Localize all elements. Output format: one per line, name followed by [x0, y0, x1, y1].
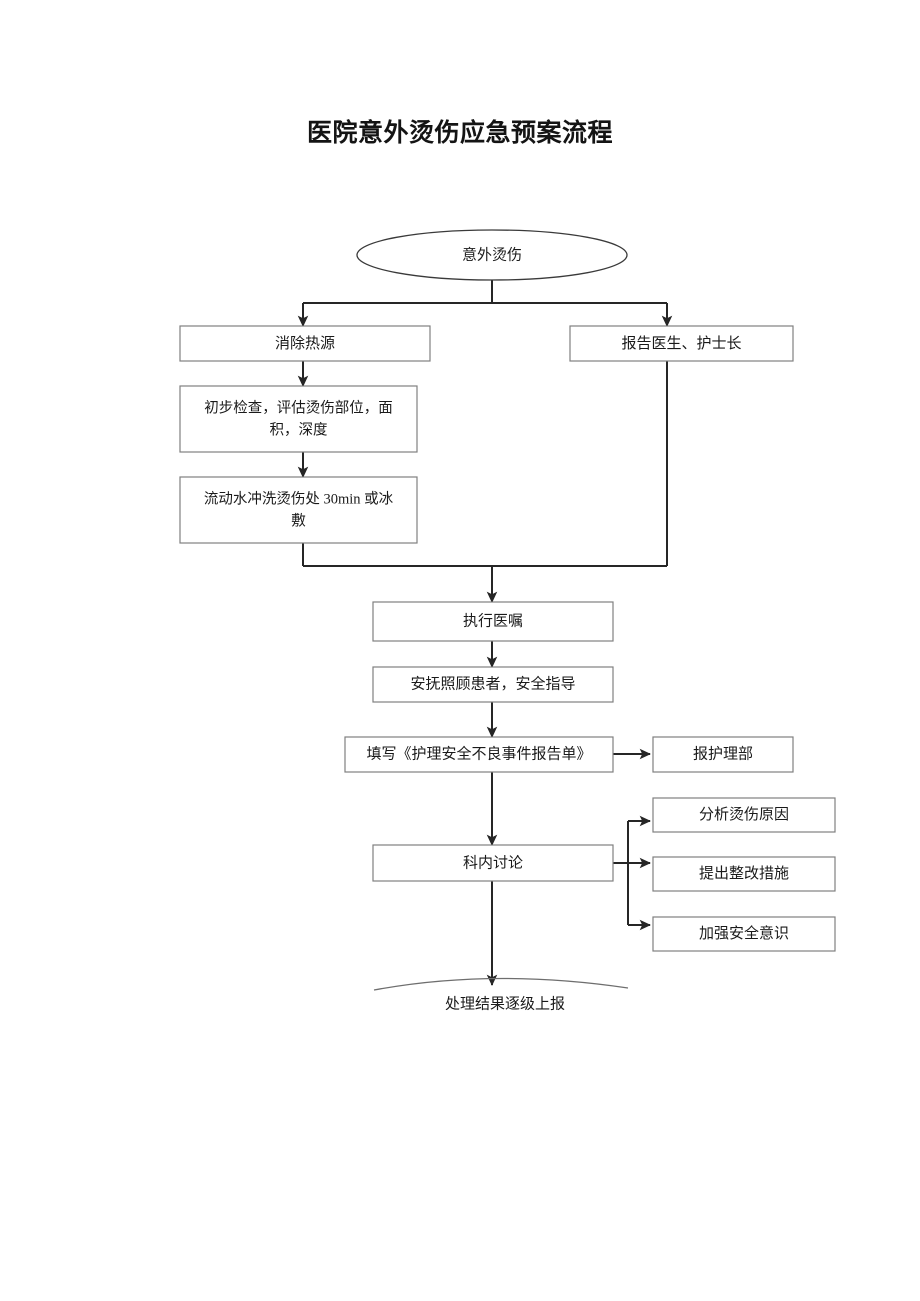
node-report-staff-label: 报告医生、护士长 [621, 335, 741, 352]
node-measures-shape[interactable] [652, 856, 836, 892]
node-escalate-arc [373, 977, 629, 991]
node-comfort-label: 安抚照顾患者，安全指导 [410, 674, 575, 692]
node-fill-form-label: 填写《护理安全不良事件报告单》 [366, 744, 591, 762]
node-orders-shape[interactable] [372, 601, 614, 642]
page-title: 医院意外烫伤应急预案流程 [306, 120, 613, 147]
node-assess-label-line2: 积，深度 [270, 421, 328, 438]
node-remove-heat-shape[interactable] [179, 325, 431, 362]
node-remove-heat-label: 消除热源 [275, 335, 335, 352]
node-rinse-shape[interactable] [179, 476, 418, 544]
node-rinse-label-line1: 流动水冲洗烫伤处 30min 或冰 [204, 490, 394, 507]
node-analyze-shape[interactable] [652, 797, 836, 833]
node-orders-label: 执行医嘱 [463, 612, 523, 629]
node-analyze-label: 分析烫伤原因 [699, 806, 789, 823]
node-report-staff-shape[interactable] [569, 325, 794, 362]
node-comfort-shape[interactable] [372, 666, 614, 703]
node-assess-label-line1: 初步检查，评估烫伤部位，面 [204, 399, 393, 416]
node-start-label: 意外烫伤 [462, 245, 522, 263]
node-awareness-label: 加强安全意识 [699, 924, 789, 942]
node-rinse-label-line2: 敷 [291, 512, 306, 529]
node-report-dept-shape[interactable] [652, 736, 794, 773]
node-escalate-label: 处理结果逐级上报 [445, 995, 565, 1012]
node-discussion-shape[interactable] [372, 844, 614, 882]
node-report-dept-label: 报护理部 [693, 745, 753, 762]
node-start-shape[interactable] [356, 229, 628, 281]
node-discussion-label: 科内讨论 [463, 854, 523, 871]
node-assess-shape[interactable] [179, 385, 418, 453]
node-measures-label: 提出整改措施 [699, 865, 789, 882]
node-awareness-shape[interactable] [652, 916, 836, 952]
node-fill-form-shape[interactable] [344, 736, 614, 773]
